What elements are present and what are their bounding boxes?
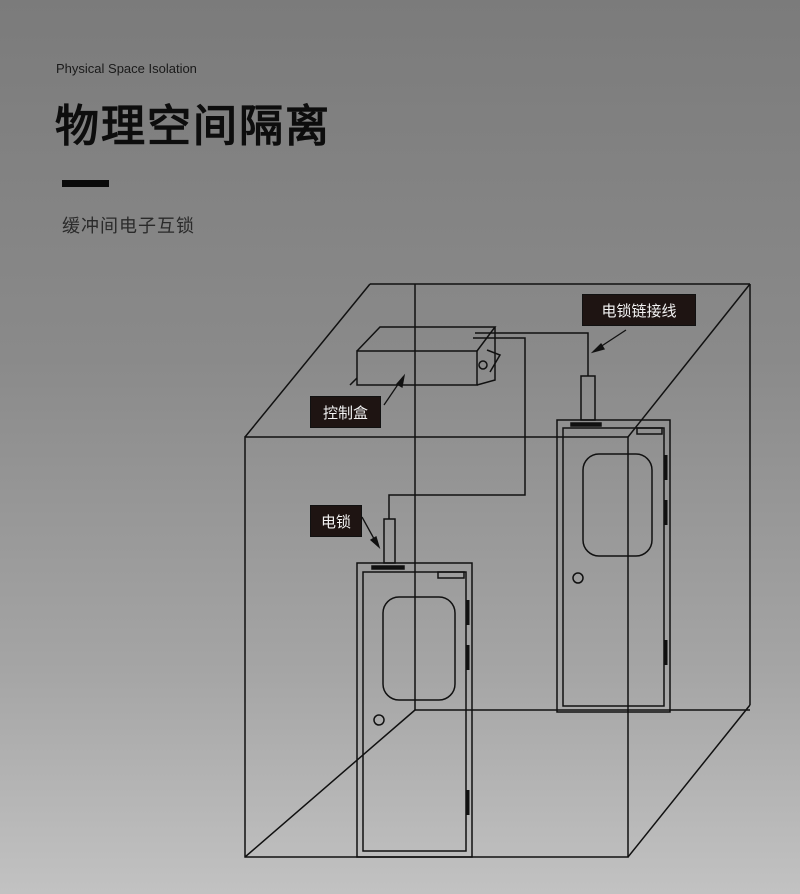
left-door [356,518,473,858]
label-electric-lock: 电锁 [310,505,362,537]
title-divider [62,180,109,187]
arrows [361,329,627,549]
subtitle-english: Physical Space Isolation [56,61,197,76]
right-door [556,375,671,713]
page-title: 物理空间隔离 [55,101,331,152]
label-lock-wire: 电锁链接线 [582,294,696,326]
wires [388,332,589,519]
description: 缓冲间电子互锁 [62,216,195,237]
room-cube [244,283,751,858]
control-box [349,326,502,386]
label-control-box: 控制盒 [310,396,381,428]
